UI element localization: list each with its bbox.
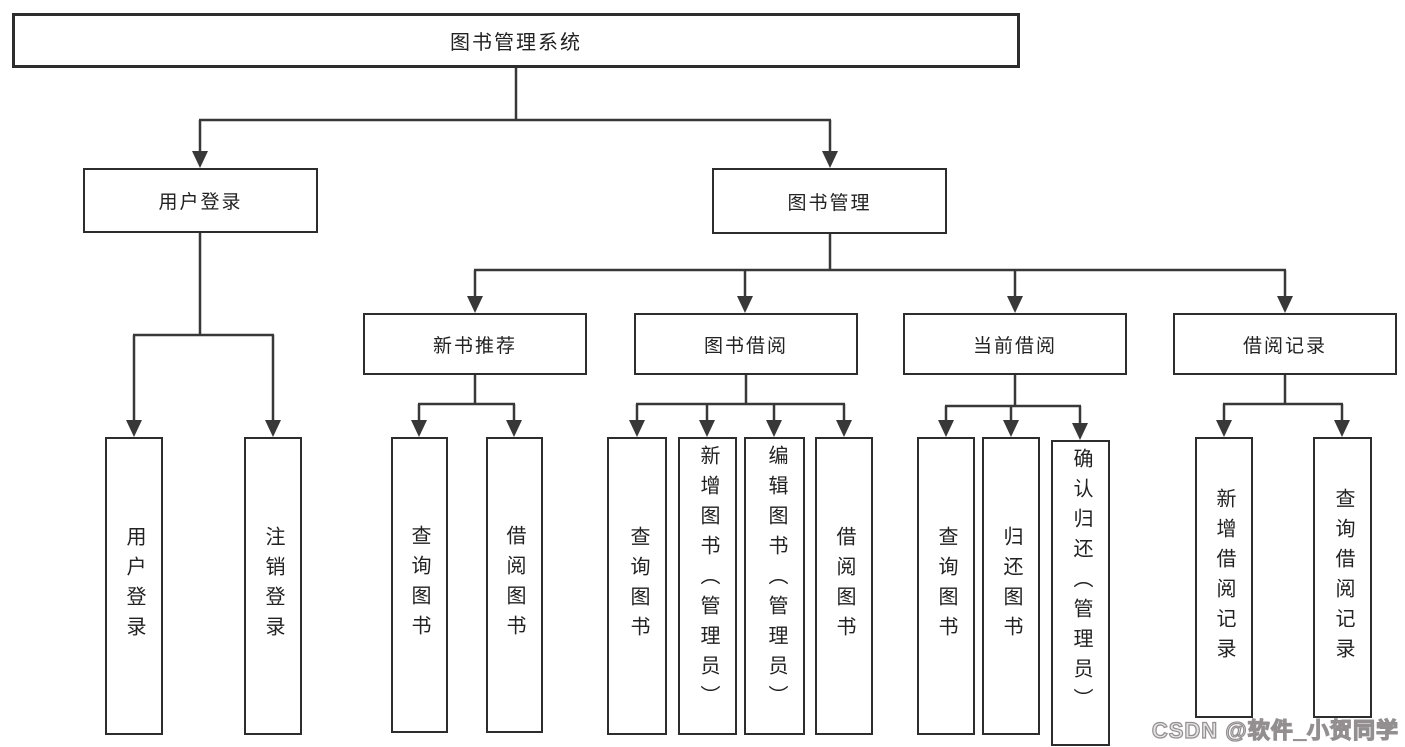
node-new-book-recommendation: 新书推荐 [363, 313, 587, 375]
leaf-current-query-books: 查询图书 [917, 437, 975, 735]
node-current-borrowing-label: 当前借阅 [972, 335, 1057, 357]
leaf-records-add-record: 新增借阅记录 [1195, 437, 1253, 718]
node-user-login-label: 用户登录 [158, 192, 243, 213]
arrowheads [126, 151, 1350, 440]
node-current-borrowing: 当前借阅 [903, 313, 1127, 375]
leaf-newbook-borrow-books: 借阅图书 [486, 437, 543, 733]
node-book-borrowing: 图书借阅 [634, 313, 858, 375]
leaf-borrow-borrow-books: 借阅图书 [815, 437, 873, 735]
node-root-label: 图书管理系统 [450, 32, 582, 54]
leaf-user-login: 用户登录 [105, 437, 163, 735]
leaf-borrow-edit-books-admin: 编辑图书（管理员） [744, 437, 805, 735]
leaf-logout: 注销登录 [244, 437, 302, 735]
node-book-borrowing-label: 图书借阅 [703, 335, 788, 357]
node-new-book-recommendation-label: 新书推荐 [432, 335, 517, 357]
leaf-current-return-books: 归还图书 [982, 437, 1040, 735]
node-user-login: 用户登录 [83, 168, 318, 233]
leaf-current-confirm-return-admin: 确认归还（管理员） [1051, 440, 1110, 746]
leaf-newbook-query-books: 查询图书 [391, 437, 448, 733]
node-book-management: 图书管理 [712, 168, 947, 234]
leaf-borrow-query-books: 查询图书 [607, 437, 667, 735]
leaf-borrow-add-books-admin: 新增图书（管理员） [678, 437, 737, 735]
node-root: 图书管理系统 [12, 13, 1020, 68]
leaf-records-query-record: 查询借阅记录 [1313, 437, 1372, 718]
watermark: CSDN @软件_小贺同学 [1151, 717, 1399, 743]
node-borrowing-records: 借阅记录 [1173, 313, 1397, 375]
node-book-management-label: 图书管理 [787, 192, 872, 214]
node-borrowing-records-label: 借阅记录 [1242, 335, 1327, 357]
